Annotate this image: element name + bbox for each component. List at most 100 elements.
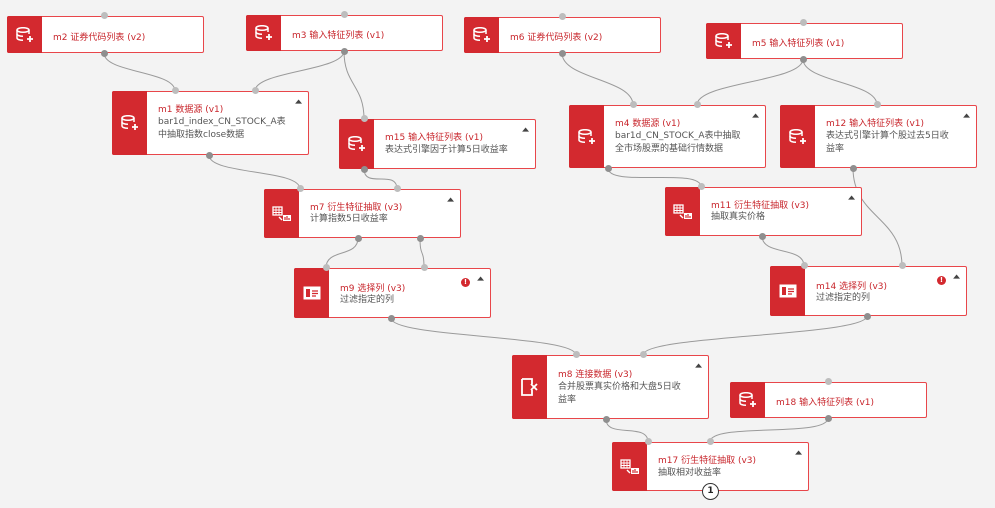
output-port[interactable] <box>604 165 612 172</box>
node-m15[interactable]: m15 输入特征列表 (v1)表达式引擎因子计算5日收益率▲ <box>339 119 536 169</box>
node-m9[interactable]: m9 选择列 (v3)过滤指定的列▲! <box>294 268 491 318</box>
input-port[interactable] <box>693 101 701 108</box>
output-port[interactable] <box>340 48 348 55</box>
input-port[interactable] <box>572 351 580 358</box>
output-port[interactable] <box>360 166 368 173</box>
input-port[interactable] <box>296 185 304 192</box>
input-port[interactable] <box>898 262 906 269</box>
output-port[interactable] <box>416 235 424 242</box>
node-title: m9 选择列 (v3) <box>340 284 406 294</box>
input-port[interactable] <box>322 264 330 271</box>
collapse-chevron-icon[interactable]: ▲ <box>963 113 970 119</box>
collapse-chevron-icon[interactable]: ▲ <box>522 127 529 133</box>
database-upload-icon <box>569 105 604 168</box>
node-m1[interactable]: m1 数据源 (v1)bar1d_index_CN_STOCK_A表中抽取指数c… <box>112 91 309 155</box>
edge-m3-m1 <box>254 50 345 92</box>
collapse-chevron-icon[interactable]: ▲ <box>953 274 960 280</box>
edge-m1-m7 <box>208 154 301 190</box>
node-m14[interactable]: m14 选择列 (v3)过滤指定的列▲! <box>770 266 967 316</box>
database-upload-icon <box>464 17 499 53</box>
output-count-badge[interactable]: 1 <box>702 483 719 500</box>
output-port[interactable] <box>387 315 395 322</box>
edge-m3-m15 <box>343 50 365 120</box>
node-m11[interactable]: m11 衍生特征抽取 (v3)抽取真实价格 ▲ <box>665 187 862 236</box>
node-m6[interactable]: m6 证券代码列表 (v2) <box>464 17 661 53</box>
node-description: 表达式引擎计算个股过去5日收益率 <box>826 131 949 154</box>
database-upload-icon <box>730 382 765 418</box>
node-m2[interactable]: m2 证券代码列表 (v2) <box>7 16 204 53</box>
output-port[interactable] <box>354 235 362 242</box>
output-port[interactable] <box>799 56 807 63</box>
edge-m5-m4 <box>696 58 804 106</box>
collapse-chevron-icon[interactable]: ▲ <box>795 450 802 456</box>
output-port[interactable] <box>824 415 832 422</box>
output-port[interactable] <box>863 313 871 320</box>
node-title: m18 输入特征列表 (v1) <box>776 398 875 408</box>
collapse-chevron-icon[interactable]: ▲ <box>752 113 759 119</box>
output-port[interactable] <box>758 233 766 240</box>
database-upload-icon <box>339 119 374 169</box>
collapse-chevron-icon[interactable]: ▲ <box>695 363 702 369</box>
edge-m18-m17 <box>709 417 829 443</box>
input-port[interactable] <box>558 13 566 20</box>
warning-icon[interactable]: ! <box>461 278 470 287</box>
node-m12[interactable]: m12 输入特征列表 (v1) 表达式引擎计算个股过去5日收益率 ▲ <box>780 105 977 168</box>
edge-m14-m8 <box>642 315 868 356</box>
edge-m6-m4 <box>561 52 634 106</box>
node-m5[interactable]: m5 输入特征列表 (v1) <box>706 23 903 59</box>
feature-extract-icon <box>264 189 299 238</box>
input-port[interactable] <box>799 19 807 26</box>
node-description: 抽取真实价格 <box>711 212 766 222</box>
node-m3[interactable]: m3 输入特征列表 (v1) <box>246 15 443 51</box>
node-title: m6 证券代码列表 (v2) <box>510 33 603 43</box>
database-upload-icon <box>780 105 815 168</box>
edge-m7-m9 <box>325 237 359 269</box>
node-description: 合并股票真实价格和大盘5日收益率 <box>558 382 681 405</box>
edge-m15-m7 <box>363 168 398 190</box>
node-description: 表达式引擎因子计算5日收益率 <box>385 145 508 155</box>
collapse-chevron-icon[interactable]: ▲ <box>447 197 454 203</box>
input-port[interactable] <box>824 378 832 385</box>
output-port[interactable] <box>602 416 610 423</box>
node-title: m11 衍生特征抽取 (v3) <box>711 201 810 211</box>
warning-icon[interactable]: ! <box>937 276 946 285</box>
node-m7[interactable]: m7 衍生特征抽取 (v3)计算指数5日收益率▲ <box>264 189 461 238</box>
input-port[interactable] <box>420 264 428 271</box>
edge-m8-m17 <box>605 418 649 443</box>
collapse-chevron-icon[interactable]: ▲ <box>848 195 855 201</box>
input-port[interactable] <box>800 262 808 269</box>
input-port[interactable] <box>629 101 637 108</box>
node-title: m5 输入特征列表 (v1) <box>752 39 845 49</box>
input-port[interactable] <box>697 183 705 190</box>
input-port[interactable] <box>706 438 714 445</box>
node-description: 过滤指定的列 <box>816 293 871 303</box>
node-m17[interactable]: m17 衍生特征抽取 (v3)抽取相对收益率▲ <box>612 442 809 491</box>
input-port[interactable] <box>100 12 108 19</box>
output-port[interactable] <box>849 165 857 172</box>
collapse-chevron-icon[interactable]: ▲ <box>295 99 302 105</box>
node-m18[interactable]: m18 输入特征列表 (v1) <box>730 382 927 418</box>
input-port[interactable] <box>251 87 259 94</box>
output-port[interactable] <box>558 50 566 57</box>
node-title: m12 输入特征列表 (v1) <box>826 119 925 129</box>
node-title: m17 衍生特征抽取 (v3) <box>658 456 757 466</box>
collapse-chevron-icon[interactable]: ▲ <box>477 276 484 282</box>
edge-m5-m12 <box>802 58 878 106</box>
input-port[interactable] <box>639 351 647 358</box>
input-port[interactable] <box>644 438 652 445</box>
edge-m4-m11 <box>607 167 702 188</box>
node-m4[interactable]: m4 数据源 (v1)bar1d_CN_STOCK_A表中抽取全市场股票的基础行… <box>569 105 766 168</box>
node-title: m2 证券代码列表 (v2) <box>53 32 146 43</box>
edge-m2-m1 <box>103 52 176 92</box>
input-port[interactable] <box>340 11 348 18</box>
join-data-icon <box>512 355 547 419</box>
output-port[interactable] <box>100 50 108 57</box>
input-port[interactable] <box>873 101 881 108</box>
database-upload-icon <box>246 15 281 51</box>
node-m8[interactable]: m8 连接数据 (v3)合并股票真实价格和大盘5日收益率▲ <box>512 355 709 419</box>
output-port[interactable] <box>205 152 213 159</box>
input-port[interactable] <box>171 87 179 94</box>
feature-extract-icon <box>612 442 647 491</box>
input-port[interactable] <box>393 185 401 192</box>
input-port[interactable] <box>360 115 368 122</box>
